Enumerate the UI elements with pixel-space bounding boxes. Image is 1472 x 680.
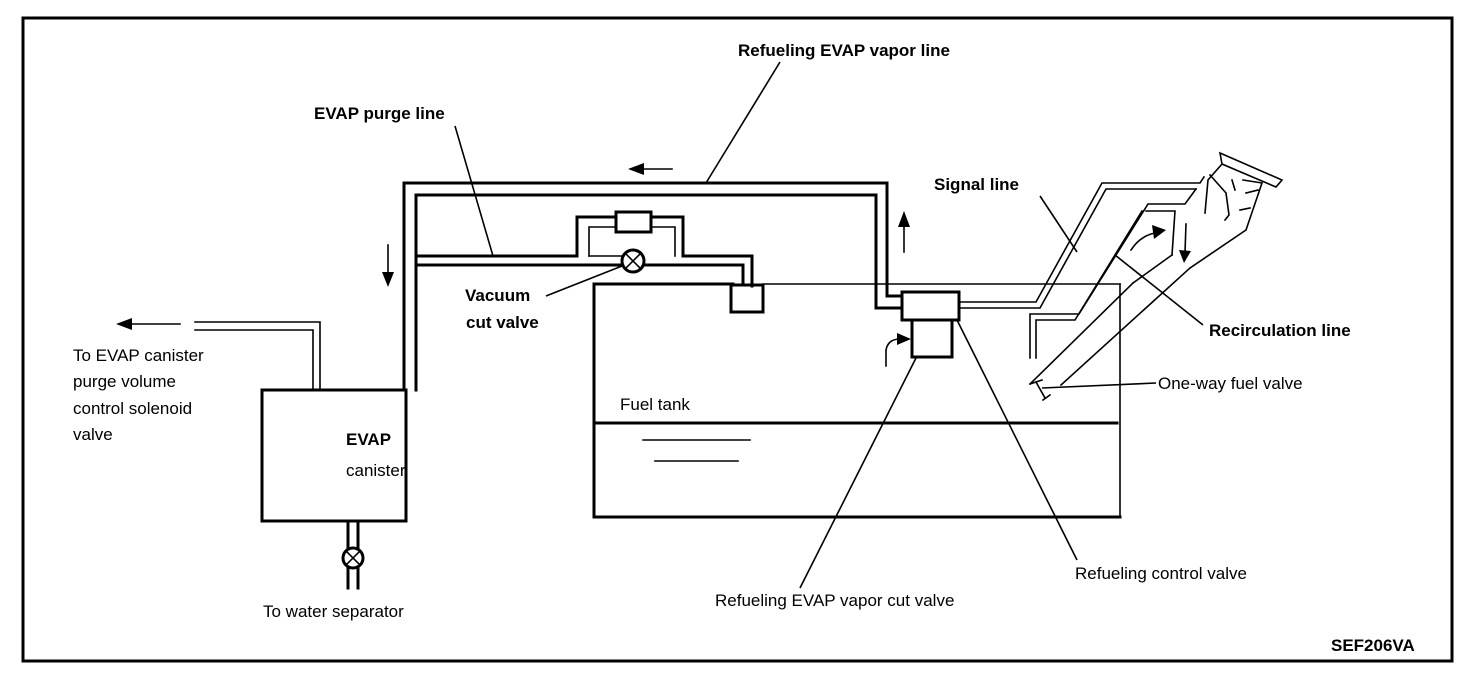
signal-line <box>958 175 1206 359</box>
leader-refueling-evap-vapor-line <box>705 61 781 184</box>
recirculation-line-label: Recirculation line <box>1209 321 1351 340</box>
leader-vacuum-cut-valve <box>545 265 623 297</box>
refueling-evap-vapor-line-label: Refueling EVAP vapor line <box>738 41 950 60</box>
arrow-up-icon <box>898 211 910 253</box>
to-purge-solenoid-label-1: To EVAP canister <box>73 346 204 365</box>
figure-id-label: SEF206VA <box>1331 636 1415 655</box>
arrow-right-icon <box>1129 225 1166 252</box>
refueling-control-valve <box>900 290 961 322</box>
figure-frame <box>21 16 1454 663</box>
evap-canister <box>260 388 408 523</box>
evap-purge-line-label: EVAP purge line <box>314 104 445 123</box>
leader-signal-line <box>1039 195 1078 253</box>
arrow-down-icon <box>382 244 394 287</box>
water-separator-pipe <box>346 519 360 590</box>
refueling-evap-vapor-cut-valve <box>910 318 954 359</box>
tank-purge-port <box>729 283 765 314</box>
one-way-fuel-valve-label: One-way fuel valve <box>1158 374 1303 393</box>
arrow-right-icon <box>885 333 911 367</box>
fuel-tank <box>592 282 1122 519</box>
purge-outlet-pipe <box>194 321 321 391</box>
to-water-separator-label: To water separator <box>263 602 404 621</box>
leader-evap-purge-line <box>454 125 494 257</box>
filler-neck <box>1028 179 1264 387</box>
purge-orifice <box>614 210 653 234</box>
arrow-left-icon <box>116 318 181 330</box>
refueling-evap-vapor-cut-valve-label: Refueling EVAP vapor cut valve <box>715 591 954 610</box>
evap-purge-line <box>414 215 754 288</box>
arrow-left-icon <box>628 163 673 175</box>
signal-line-label: Signal line <box>934 175 1019 194</box>
vacuum-cut-valve-label-2: cut valve <box>466 313 539 332</box>
one-way-fuel-valve-icon <box>1028 378 1052 402</box>
evap-canister-label-1: EVAP <box>346 430 391 449</box>
fuel-tank-label: Fuel tank <box>620 395 690 414</box>
evap-canister-label-2: canister <box>346 461 406 480</box>
leader-refueling-evap-vapor-cut-valve <box>799 357 917 589</box>
leader-one-way-fuel-valve <box>1041 382 1157 389</box>
vacuum-cut-valve-label-1: Vacuum <box>465 286 530 305</box>
water-separator-valve-icon <box>341 546 365 570</box>
to-purge-solenoid-label-3: control solenoid <box>73 399 192 418</box>
vacuum-cut-valve-icon <box>620 248 646 274</box>
leader-recirculation-line <box>1114 254 1204 326</box>
to-purge-solenoid-label-2: purge volume <box>73 372 176 391</box>
leader-refueling-control-valve <box>956 319 1078 561</box>
arrow-down-icon <box>1179 223 1191 263</box>
refueling-evap-vapor-line <box>402 181 904 392</box>
fuel-cap-icon <box>1204 151 1284 222</box>
to-purge-solenoid-label-4: valve <box>73 425 113 444</box>
refueling-control-valve-label: Refueling control valve <box>1075 564 1247 583</box>
